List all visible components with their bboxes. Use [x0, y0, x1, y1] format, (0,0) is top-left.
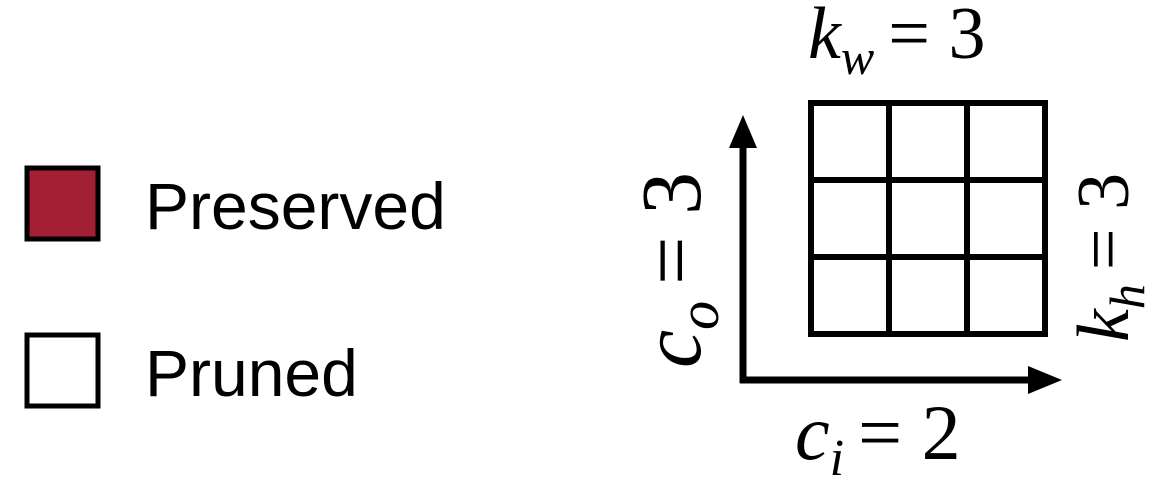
legend: Preserved Pruned	[24, 165, 446, 410]
kernel-height-subscript: h	[1099, 284, 1155, 309]
input-channels-value: = 2	[858, 389, 961, 476]
legend-item-preserved: Preserved	[24, 165, 446, 243]
kernel-cell-r1-c3	[964, 100, 1048, 183]
output-channels-value: = 3	[623, 172, 719, 285]
kernel-width-subscript: w	[841, 29, 874, 85]
axes	[729, 115, 1062, 394]
kernel-cell-r1-c2	[886, 100, 970, 183]
output-channels-label: co = 3	[623, 172, 731, 368]
kernel-grid	[808, 100, 1048, 337]
kernel-width-value: = 3	[888, 0, 985, 75]
kernel-width-var: k	[808, 0, 842, 75]
kernel-cell-r3-c1	[808, 254, 892, 337]
output-channels-subscript: o	[666, 301, 731, 330]
kernel-cell-r2-c3	[964, 177, 1048, 260]
pruned-swatch	[24, 332, 101, 409]
input-channels-subscript: i	[830, 430, 844, 487]
preserved-label: Preserved	[145, 169, 446, 243]
kernel-cell-r2-c2	[886, 177, 970, 260]
kernel-cell-r1-c1	[808, 100, 892, 183]
up-arrow-icon	[729, 115, 757, 148]
output-channels-var: c	[623, 330, 719, 368]
kernel-cell-r3-c2	[886, 254, 970, 337]
preserved-swatch	[24, 165, 101, 242]
kernel-width-label: kw= 3	[808, 0, 985, 85]
legend-item-pruned: Pruned	[24, 332, 358, 410]
input-channels-label: ci= 2	[795, 389, 961, 487]
input-channels-var: c	[795, 389, 830, 476]
pruned-label: Pruned	[145, 336, 358, 410]
kernel-height-var: k	[1063, 308, 1145, 342]
kernel-cell-r3-c3	[964, 254, 1048, 337]
kernel-height-value: = 3	[1063, 173, 1145, 270]
kernel-height-label: kh = 3	[1063, 173, 1155, 342]
kernel-cell-r2-c1	[808, 177, 892, 260]
right-arrow-icon	[1028, 366, 1062, 394]
